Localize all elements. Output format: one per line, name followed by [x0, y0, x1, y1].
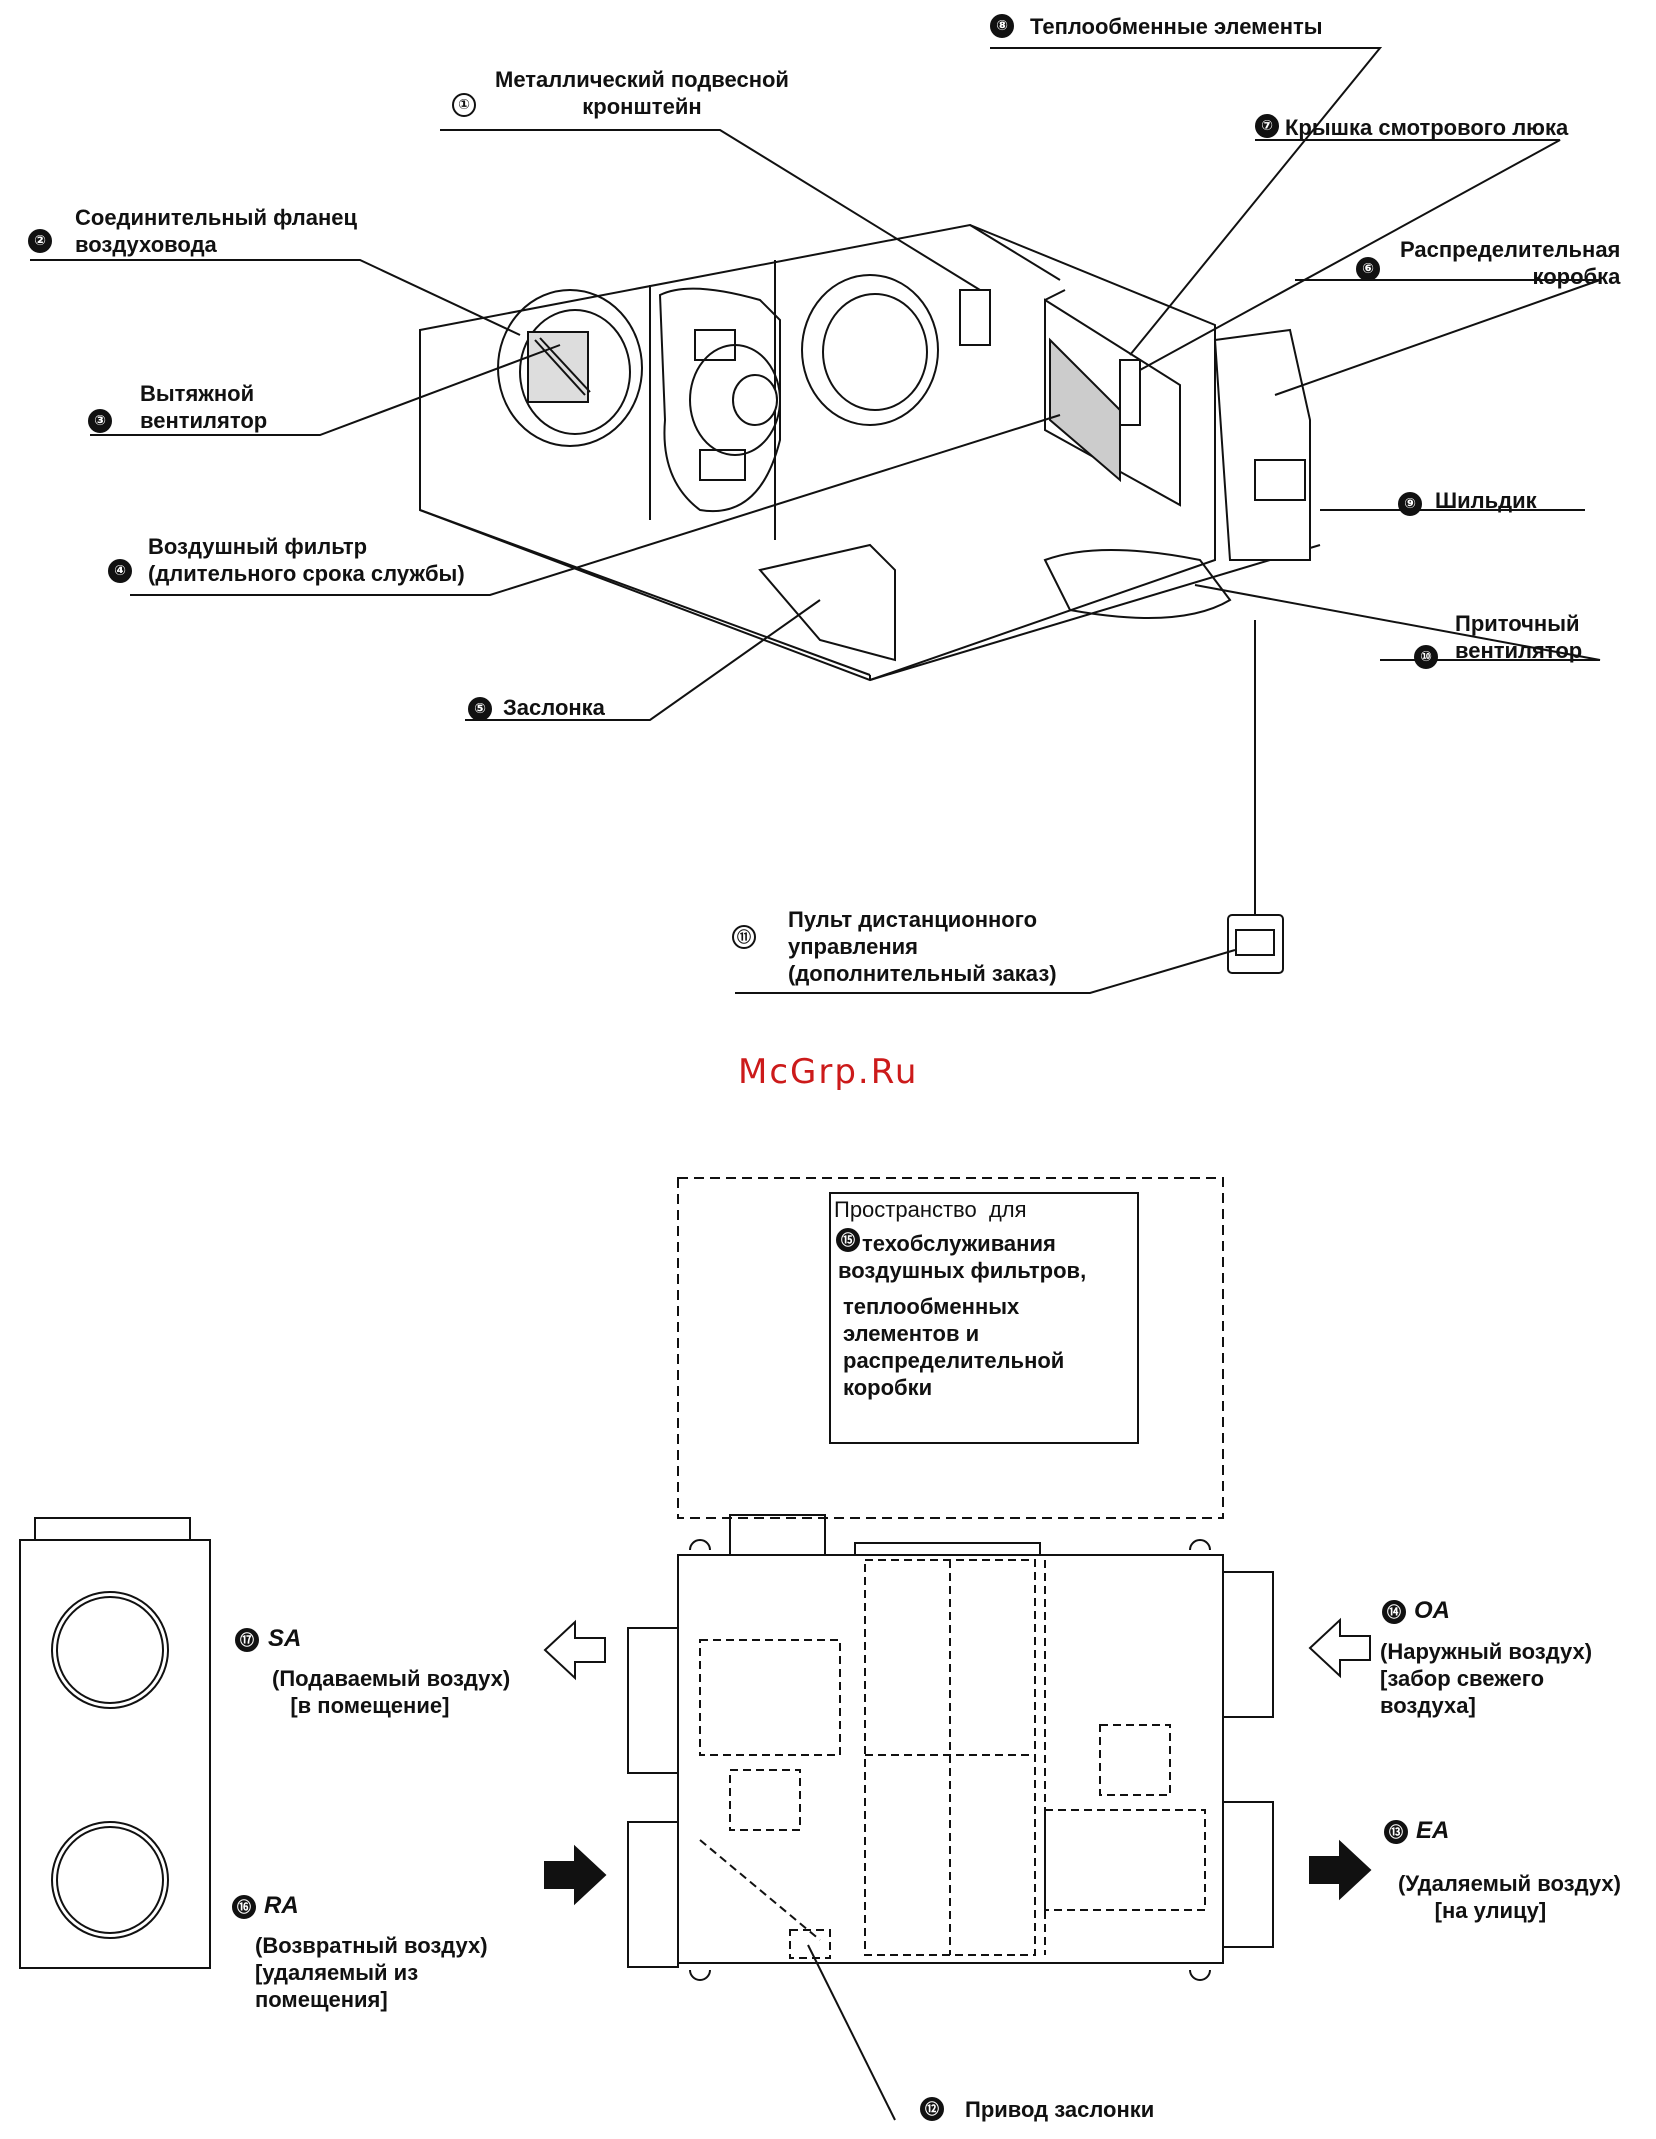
sa-code: SA: [268, 1625, 302, 1652]
badge-7: ⑦: [1255, 114, 1279, 138]
service-space-line4: теплообменных элементов и распределитель…: [843, 1294, 1065, 1400]
ra-description: (Возвратный воздух) [удаляемый из помеще…: [255, 1933, 488, 2012]
oa-description: (Наружный воздух) [забор свежего воздуха…: [1380, 1639, 1593, 1718]
label-nameplate: Шильдик: [1435, 488, 1537, 513]
badge-9: ⑨: [1398, 492, 1422, 516]
ea-description: (Удаляемый воздух) [на улицу]: [1398, 1871, 1621, 1923]
label-damper-drive: Привод заслонки: [965, 2097, 1155, 2122]
label-air-filter: Воздушный фильтр (длительного срока служ…: [148, 534, 465, 586]
internal-hidden-lines: [699, 1559, 1206, 1959]
ra-arrow: [544, 1844, 607, 1906]
badge-15: ⑮: [836, 1228, 860, 1252]
watermark: McGrp.Ru: [738, 1052, 919, 1092]
label-damper: Заслонка: [503, 695, 605, 720]
badge-13: ⑬: [1384, 1820, 1408, 1844]
label-exhaust-fan: Вытяжной вентилятор: [140, 381, 268, 433]
service-space-line2: техобслуживания: [862, 1231, 1056, 1256]
label-inspection-cover: Крышка смотрового люка: [1285, 115, 1569, 140]
service-space-line1: Пространство для: [834, 1197, 1027, 1222]
label-metal-bracket: Металлический подвесной кронштейн: [495, 67, 789, 119]
unit-side-view: [19, 1517, 211, 1969]
label-heat-exchange-elements: Теплообменные элементы: [1030, 14, 1323, 39]
damper-drive-leader: [807, 1944, 896, 2121]
duct-flange: [497, 289, 643, 447]
badge-6: ⑥: [1356, 257, 1380, 281]
badge-2: ②: [28, 229, 52, 253]
exhaust-fan: [658, 287, 781, 513]
sa-description: (Подаваемый воздух) [в помещение]: [272, 1666, 511, 1718]
badge-10: ⑩: [1414, 645, 1438, 669]
label-duct-flange: Соединительный фланец воздуховода: [75, 205, 358, 257]
damper: [758, 543, 896, 662]
ra-code: RA: [264, 1892, 299, 1919]
badge-1: ①: [452, 93, 476, 117]
metal-bracket: [959, 289, 991, 346]
badge-14: ⑭: [1382, 1600, 1406, 1624]
badge-8: ⑧: [990, 14, 1014, 38]
oa-code: OA: [1414, 1597, 1450, 1624]
distribution-box: [1213, 328, 1311, 561]
label-remote-controller: Пульт дистанционного управления (дополни…: [788, 907, 1057, 986]
label-supply-fan: Приточный вентилятор: [1455, 611, 1583, 663]
second-flange: [801, 274, 939, 426]
badge-11: ⑪: [732, 925, 756, 949]
badge-16: ⑯: [232, 1895, 256, 1919]
badge-12: ⑫: [920, 2097, 944, 2121]
oa-arrow: [1308, 1617, 1371, 1679]
ea-arrow: [1309, 1839, 1372, 1901]
label-distribution-box: Распределительная коробка: [1400, 237, 1621, 289]
unit-housing: [419, 223, 1321, 682]
sa-arrow: [543, 1619, 606, 1681]
badge-17: ⑰: [235, 1628, 259, 1652]
heat-exchanger: [1044, 289, 1181, 507]
service-space-area: [677, 1177, 1224, 1519]
leader-lines: [30, 47, 1601, 994]
ea-code: EA: [1416, 1817, 1450, 1844]
service-label-box: [829, 1192, 1139, 1444]
badge-5: ⑤: [468, 697, 492, 721]
service-space-line3: воздушных фильтров,: [838, 1258, 1087, 1283]
badge-4: ④: [108, 559, 132, 583]
badge-3: ③: [88, 409, 112, 433]
supply-fan: [1043, 549, 1232, 619]
